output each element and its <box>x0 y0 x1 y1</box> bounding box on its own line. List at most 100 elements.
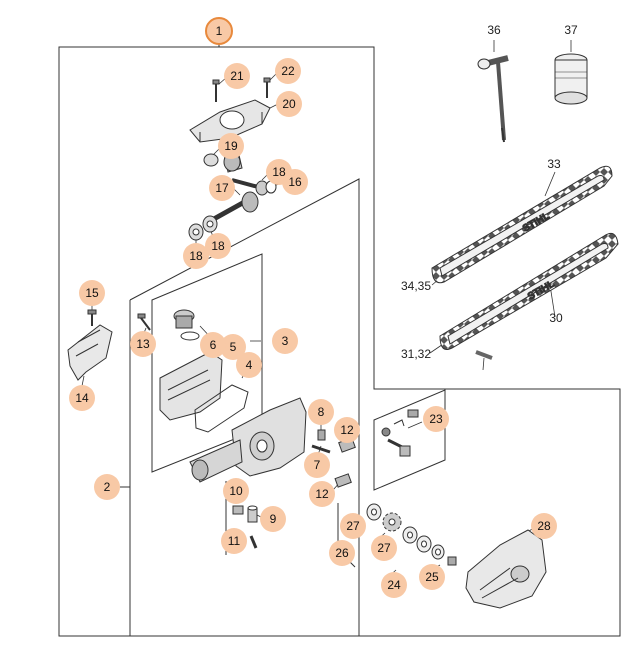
outer-group-frame <box>58 46 621 637</box>
callout-label: 20 <box>282 97 296 111</box>
oil-can-37 <box>554 53 588 105</box>
callout-label: 12 <box>340 423 354 437</box>
callout-24: 24 <box>381 572 407 598</box>
callout-label: 23 <box>429 412 443 426</box>
nut-25 <box>447 556 457 566</box>
part-label-36: 36 <box>487 23 501 37</box>
gasket-4 <box>194 384 249 433</box>
part-label-34-35: 34,35 <box>401 279 431 293</box>
callout-label: 26 <box>335 546 349 560</box>
callout-label: 21 <box>230 69 244 83</box>
callout-label: 19 <box>224 139 238 153</box>
callout-22: 22 <box>275 58 301 84</box>
part-label-37: 37 <box>564 23 578 37</box>
callout-label: 2 <box>104 480 111 494</box>
drive-shaft-17 <box>231 178 277 196</box>
oil-cap-5 <box>173 309 200 341</box>
callout-label: 28 <box>537 519 551 533</box>
bearings-18 <box>188 215 218 241</box>
callout-19: 19 <box>218 133 244 159</box>
callout-label: 7 <box>314 458 321 472</box>
callout-label: 14 <box>75 391 89 405</box>
callout-label: 4 <box>246 358 253 372</box>
callout-5: 5 <box>220 334 246 360</box>
block-12-lower <box>334 473 352 488</box>
sprocket-cover-28 <box>465 529 547 609</box>
main-callout-1: 1 <box>205 17 233 45</box>
callout-label: 27 <box>346 519 360 533</box>
wrench-36 <box>477 55 509 143</box>
callout-26: 26 <box>329 540 355 566</box>
callout-18: 18 <box>205 233 231 259</box>
callout-18: 18 <box>183 243 209 269</box>
callout-label: 6 <box>210 338 217 352</box>
callout-2: 2 <box>94 474 120 500</box>
plain-labels: 30 31,32 33 34,35 36 37 <box>401 23 578 361</box>
callout-20: 20 <box>276 91 302 117</box>
callout-27: 27 <box>371 535 397 561</box>
callout-28: 28 <box>531 513 557 539</box>
callout-label: 17 <box>215 181 229 195</box>
callout-label: 22 <box>281 64 295 78</box>
pin-7 <box>311 444 331 454</box>
part-label-31-32: 31,32 <box>401 347 431 361</box>
adjuster-23 <box>381 409 419 457</box>
gear-housing-2 <box>189 397 307 483</box>
pin-8 <box>317 429 326 441</box>
callout-8: 8 <box>308 399 334 425</box>
callout-25: 25 <box>419 564 445 590</box>
callout-10: 10 <box>223 478 249 504</box>
screw-22 <box>263 77 271 98</box>
callout-label: 11 <box>228 534 241 548</box>
callout-15: 15 <box>79 280 105 306</box>
callout-label: 9 <box>270 512 277 526</box>
clamp-20 <box>189 99 271 143</box>
guide-bar-30: STIHL <box>439 232 619 350</box>
callout-label: 24 <box>387 578 401 592</box>
callout-label: 5 <box>230 340 237 354</box>
bolt-29 <box>475 350 493 360</box>
washers-24 <box>402 526 445 560</box>
washer-27-a <box>366 503 382 521</box>
callout-label: 18 <box>272 165 286 179</box>
screw-21 <box>212 79 220 102</box>
callout-label: 13 <box>136 337 150 351</box>
parts: STIHL STIHL <box>67 53 619 609</box>
part-label-33: 33 <box>547 157 561 171</box>
callout-3: 3 <box>272 328 298 354</box>
callout-label: 3 <box>282 334 289 348</box>
callout-17: 17 <box>209 175 235 201</box>
sprocket-27 <box>382 512 402 532</box>
callout-14: 14 <box>69 385 95 411</box>
callout-27: 27 <box>340 513 366 539</box>
callout-12: 12 <box>334 417 360 443</box>
nut-10 <box>232 505 244 515</box>
callout-label: 18 <box>189 249 203 263</box>
callout-label: 8 <box>318 405 325 419</box>
callout-4: 4 <box>236 352 262 378</box>
main-callout-label: 1 <box>216 24 223 38</box>
callout-label: 16 <box>288 175 302 189</box>
callout-7: 7 <box>304 452 330 478</box>
part-label-30: 30 <box>549 311 563 325</box>
screw-11 <box>249 535 258 549</box>
bevel-gear <box>210 191 259 223</box>
callout-label: 12 <box>315 487 329 501</box>
callout-6: 6 <box>200 332 226 358</box>
screw-13 <box>137 313 151 331</box>
spacer-9 <box>247 505 258 523</box>
callout-23: 23 <box>423 406 449 432</box>
callout-label: 10 <box>229 484 243 498</box>
callout-11: 11 <box>221 528 247 554</box>
callout-9: 9 <box>260 506 286 532</box>
callout-18: 18 <box>266 159 292 185</box>
oil-tank-3 <box>159 351 223 421</box>
callout-label: 15 <box>85 286 99 300</box>
callout-12: 12 <box>309 481 335 507</box>
callout-label: 25 <box>425 570 439 584</box>
screw-15 <box>87 309 97 326</box>
guide-bar-33: STIHL <box>431 165 613 284</box>
callout-label: 18 <box>211 239 225 253</box>
